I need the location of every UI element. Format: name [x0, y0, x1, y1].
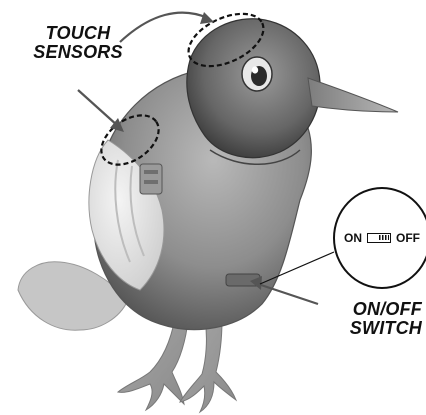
bird-beak — [307, 77, 399, 113]
touch-sensor-head-outline — [187, 12, 265, 68]
arrows — [77, 11, 319, 306]
switch-off-text: OFF — [396, 231, 420, 245]
bird-eye — [241, 56, 273, 92]
switch-on-text: ON — [344, 231, 362, 245]
touch-sensors-label: TOUCH SENSORS — [33, 23, 123, 63]
switch-callout: ON OFF — [333, 187, 426, 289]
bird-legs — [116, 317, 238, 414]
onoff-switch-label: ON/OFF SWITCH — [349, 299, 422, 339]
toggle-switch-icon — [367, 233, 391, 243]
wing-hinge — [139, 163, 163, 195]
